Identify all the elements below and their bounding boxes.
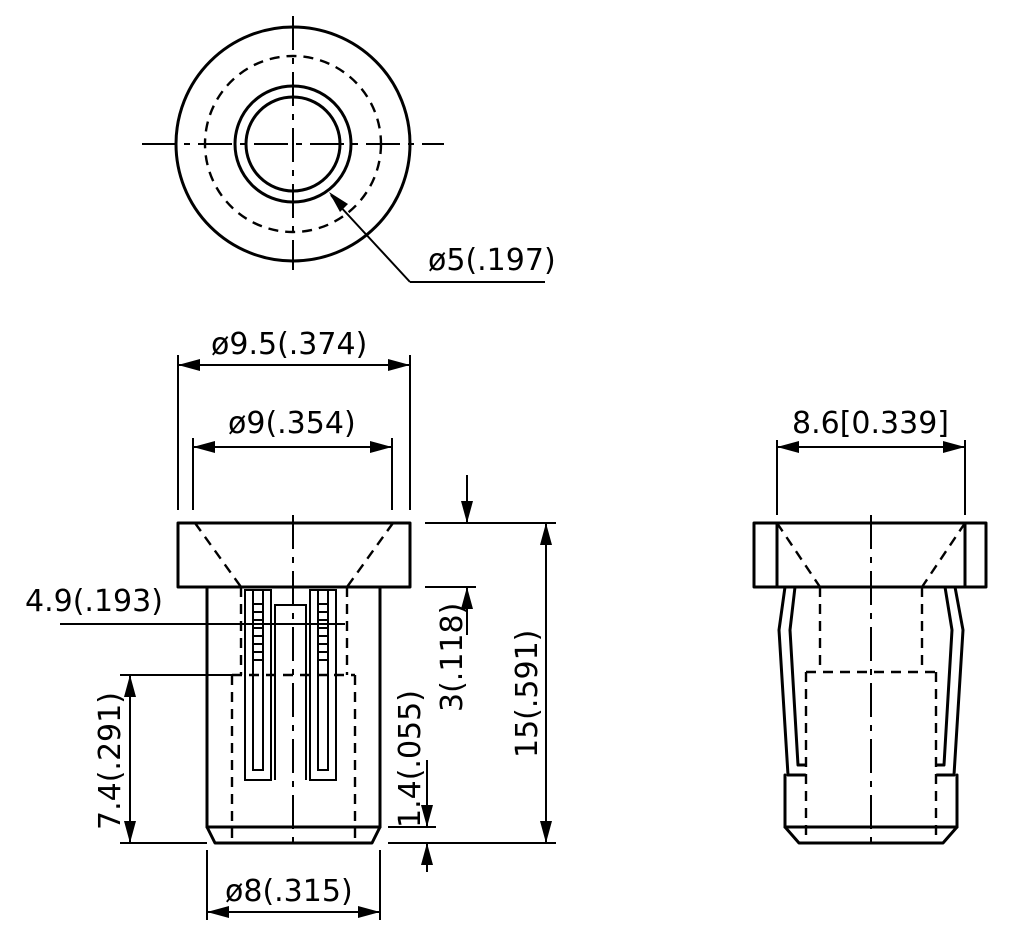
side-width-arrow-left bbox=[777, 441, 799, 453]
bottom-dia-arrow-left bbox=[207, 906, 229, 918]
hole-dia-label: ø5(.197) bbox=[428, 243, 556, 278]
total-h-arrow-top bbox=[540, 523, 552, 545]
flange-h-arrow-bottom bbox=[461, 587, 473, 609]
side-view: 8.6[0.339] bbox=[752, 406, 988, 845]
side-finger-right-outer bbox=[935, 585, 965, 777]
tip-len-label: 1.4(.055) bbox=[393, 690, 428, 828]
side-chamfer-left bbox=[776, 522, 821, 588]
inner-dia-label: ø9(.354) bbox=[228, 406, 356, 441]
total-h-arrow-bottom bbox=[540, 821, 552, 843]
outer-dia-arrow-right bbox=[388, 359, 410, 371]
hole-leader-arrow bbox=[329, 192, 348, 212]
flange-h-arrow-top bbox=[461, 501, 473, 523]
outer-dia-arrow-left bbox=[178, 359, 200, 371]
flange-h-label: 3(.118) bbox=[435, 603, 470, 712]
front-chamfer-right bbox=[346, 522, 394, 588]
side-chamfer-right bbox=[921, 522, 966, 588]
front-view: 4.9(.193) ø9.5(.374) ø9(.354) 15(.591) 3… bbox=[25, 327, 556, 920]
side-width-label: 8.6[0.339] bbox=[792, 406, 949, 441]
front-slot-left-inner bbox=[252, 589, 264, 771]
slot-width-label: 4.9(.193) bbox=[25, 584, 163, 619]
lower-len-arrow-top bbox=[124, 675, 136, 697]
lower-len-arrow-bottom bbox=[124, 821, 136, 843]
top-view: ø5(.197) bbox=[142, 16, 556, 283]
side-bottom-chamfer bbox=[783, 825, 959, 845]
lower-len-label: 7.4(.291) bbox=[93, 692, 128, 830]
tip-len-arrow-top bbox=[421, 805, 433, 827]
total-h-label: 15(.591) bbox=[510, 630, 545, 758]
front-chamfer-left bbox=[194, 522, 242, 588]
bottom-dia-label: ø8(.315) bbox=[225, 874, 353, 909]
side-finger-left-outer bbox=[777, 585, 807, 777]
bottom-dia-arrow-right bbox=[358, 906, 380, 918]
side-finger-left-inner bbox=[788, 585, 807, 767]
front-slot-center bbox=[274, 604, 307, 780]
front-rib-pattern bbox=[253, 603, 328, 661]
front-slot-left bbox=[244, 589, 272, 781]
front-slot-right-inner bbox=[317, 589, 329, 771]
tip-len-arrow-bottom bbox=[421, 843, 433, 865]
inner-dia-arrow-left bbox=[193, 441, 215, 453]
front-slot-right bbox=[309, 589, 337, 781]
side-finger-right-inner bbox=[935, 585, 954, 767]
side-width-arrow-right bbox=[943, 441, 965, 453]
outer-dia-label: ø9.5(.374) bbox=[211, 327, 367, 362]
inner-dia-arrow-right bbox=[370, 441, 392, 453]
